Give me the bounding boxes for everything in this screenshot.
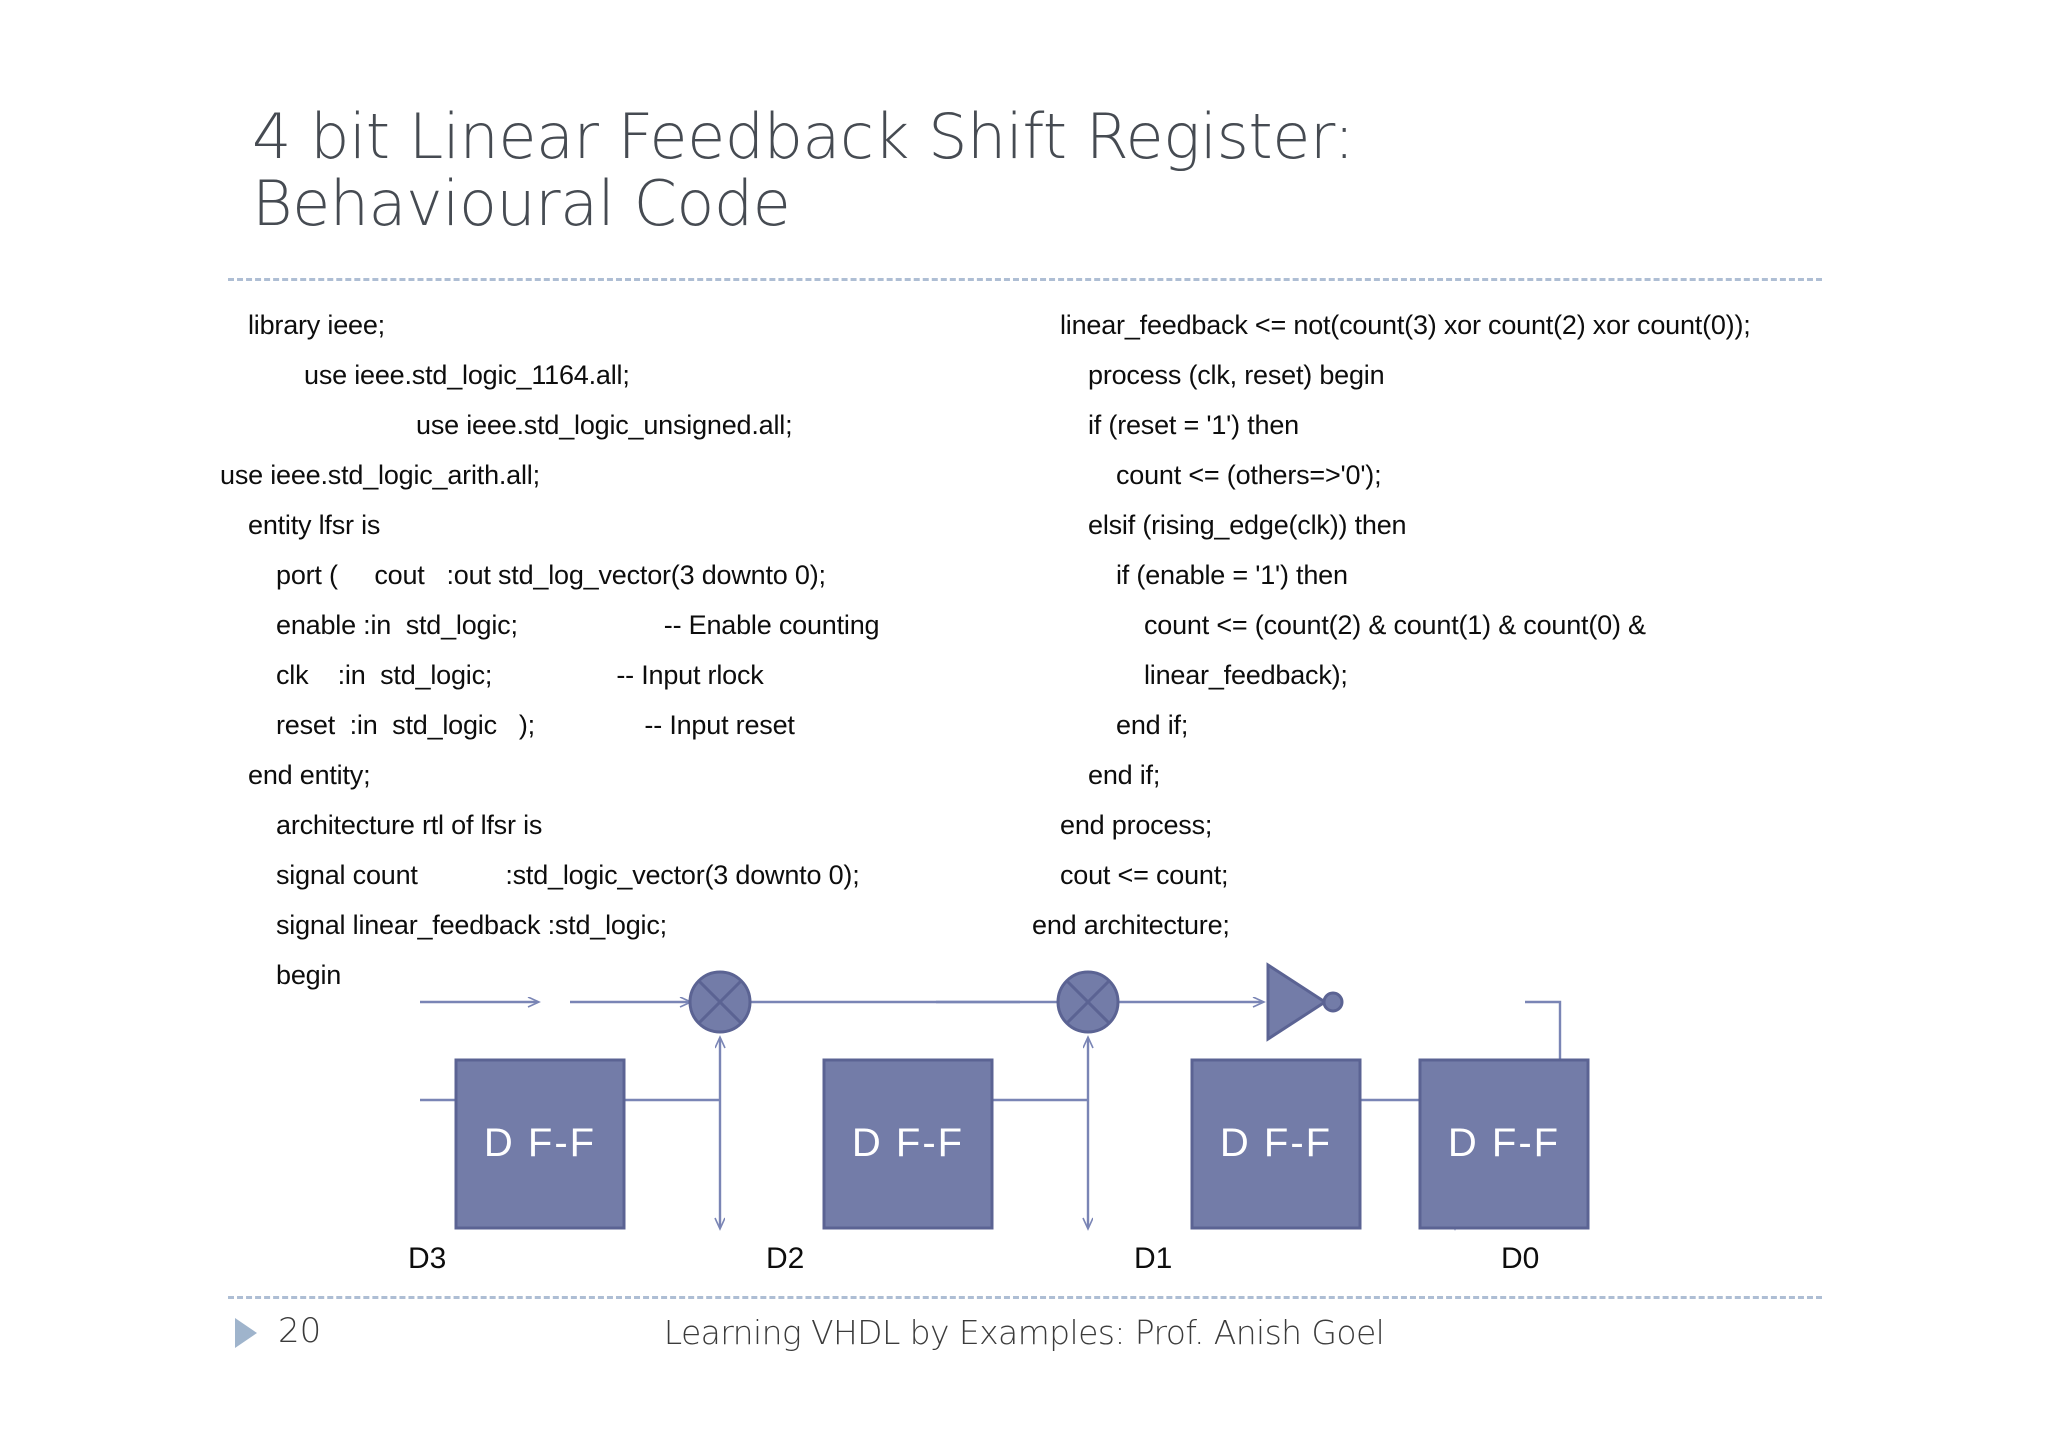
flipflop-label: D F-F — [1220, 1121, 1332, 1165]
output-label-d0: D0 — [1501, 1242, 1540, 1275]
lfsr-block-diagram: D F-F D F-F D F-F D F-F — [420, 960, 1600, 1290]
code-line: end if; — [1088, 760, 1161, 790]
code-line: enable :in std_logic; -- Enable counting — [276, 610, 880, 640]
flipflop-box-d3 — [454, 1058, 626, 1230]
code-line: cout <= count; — [1060, 860, 1229, 890]
code-column-right: linear_feedback <= not(count(3) xor coun… — [1032, 300, 1760, 950]
code-line: use ieee.std_logic_arith.all; — [220, 460, 540, 490]
code-line: end process; — [1060, 810, 1213, 840]
code-line: architecture rtl of lfsr is — [276, 810, 543, 840]
xor-gate-1 — [688, 970, 752, 1034]
footer-triangle-icon — [235, 1318, 257, 1348]
code-line: linear_feedback <= not(count(3) xor coun… — [1060, 310, 1751, 340]
output-label-d3: D3 — [408, 1242, 447, 1275]
code-line: count <= (others=>'0'); — [1116, 460, 1382, 490]
code-line: clk :in std_logic; -- Input rlock — [276, 660, 764, 690]
code-line: if (enable = '1') then — [1116, 560, 1348, 590]
code-line: use ieee.std_logic_unsigned.all; — [416, 410, 793, 440]
code-column-left: library ieee; use ieee.std_logic_1164.all… — [220, 300, 968, 1000]
code-line: library ieee; — [248, 310, 385, 340]
divider-bottom — [228, 1296, 1822, 1299]
code-line: count <= (count(2) & count(1) & count(0)… — [1144, 610, 1654, 690]
output-label-d1: D1 — [1134, 1242, 1173, 1275]
code-line: signal count :std_logic_vector(3 downto … — [276, 860, 860, 890]
footer-text: Learning VHDL by Examples: Prof. Anish G… — [663, 1313, 1385, 1352]
output-label-d2: D2 — [766, 1242, 805, 1275]
code-line: end entity; — [248, 760, 371, 790]
flipflop-label: D F-F — [852, 1121, 964, 1165]
code-line: signal linear_feedback :std_logic; — [276, 910, 667, 940]
flipflop-box-d1 — [1190, 1058, 1362, 1230]
code-line: entity lfsr is — [248, 510, 381, 540]
inverter-not-gate — [1266, 962, 1344, 1042]
code-line: end if; — [1116, 710, 1189, 740]
flipflop-box-d0 — [1418, 1058, 1590, 1230]
flipflop-label: D F-F — [1448, 1121, 1560, 1165]
title-line-1: 4 bit Linear Feedback Shift Register: — [252, 100, 1355, 173]
code-line: use ieee.std_logic_1164.all; — [304, 360, 630, 390]
divider-top — [228, 278, 1822, 281]
code-line: begin — [276, 960, 342, 990]
flipflop-box-d2 — [822, 1058, 994, 1230]
flipflop-label: D F-F — [484, 1121, 596, 1165]
code-line: port ( cout :out std_log_vector(3 downto… — [276, 560, 826, 590]
title-line-2: Behavioural Code — [252, 166, 791, 240]
page-number: 20 — [278, 1311, 322, 1351]
code-line: end architecture; — [1032, 910, 1230, 940]
xor-gate-2 — [1056, 970, 1120, 1034]
code-line: reset :in std_logic ); -- Input reset — [276, 710, 795, 740]
code-line: elsif (rising_edge(clk)) then — [1088, 510, 1407, 540]
code-line: if (reset = '1') then — [1088, 410, 1299, 440]
code-line: process (clk, reset) begin — [1088, 360, 1385, 390]
page-title: 4 bit Linear Feedback Shift Register: Be… — [252, 100, 1652, 240]
